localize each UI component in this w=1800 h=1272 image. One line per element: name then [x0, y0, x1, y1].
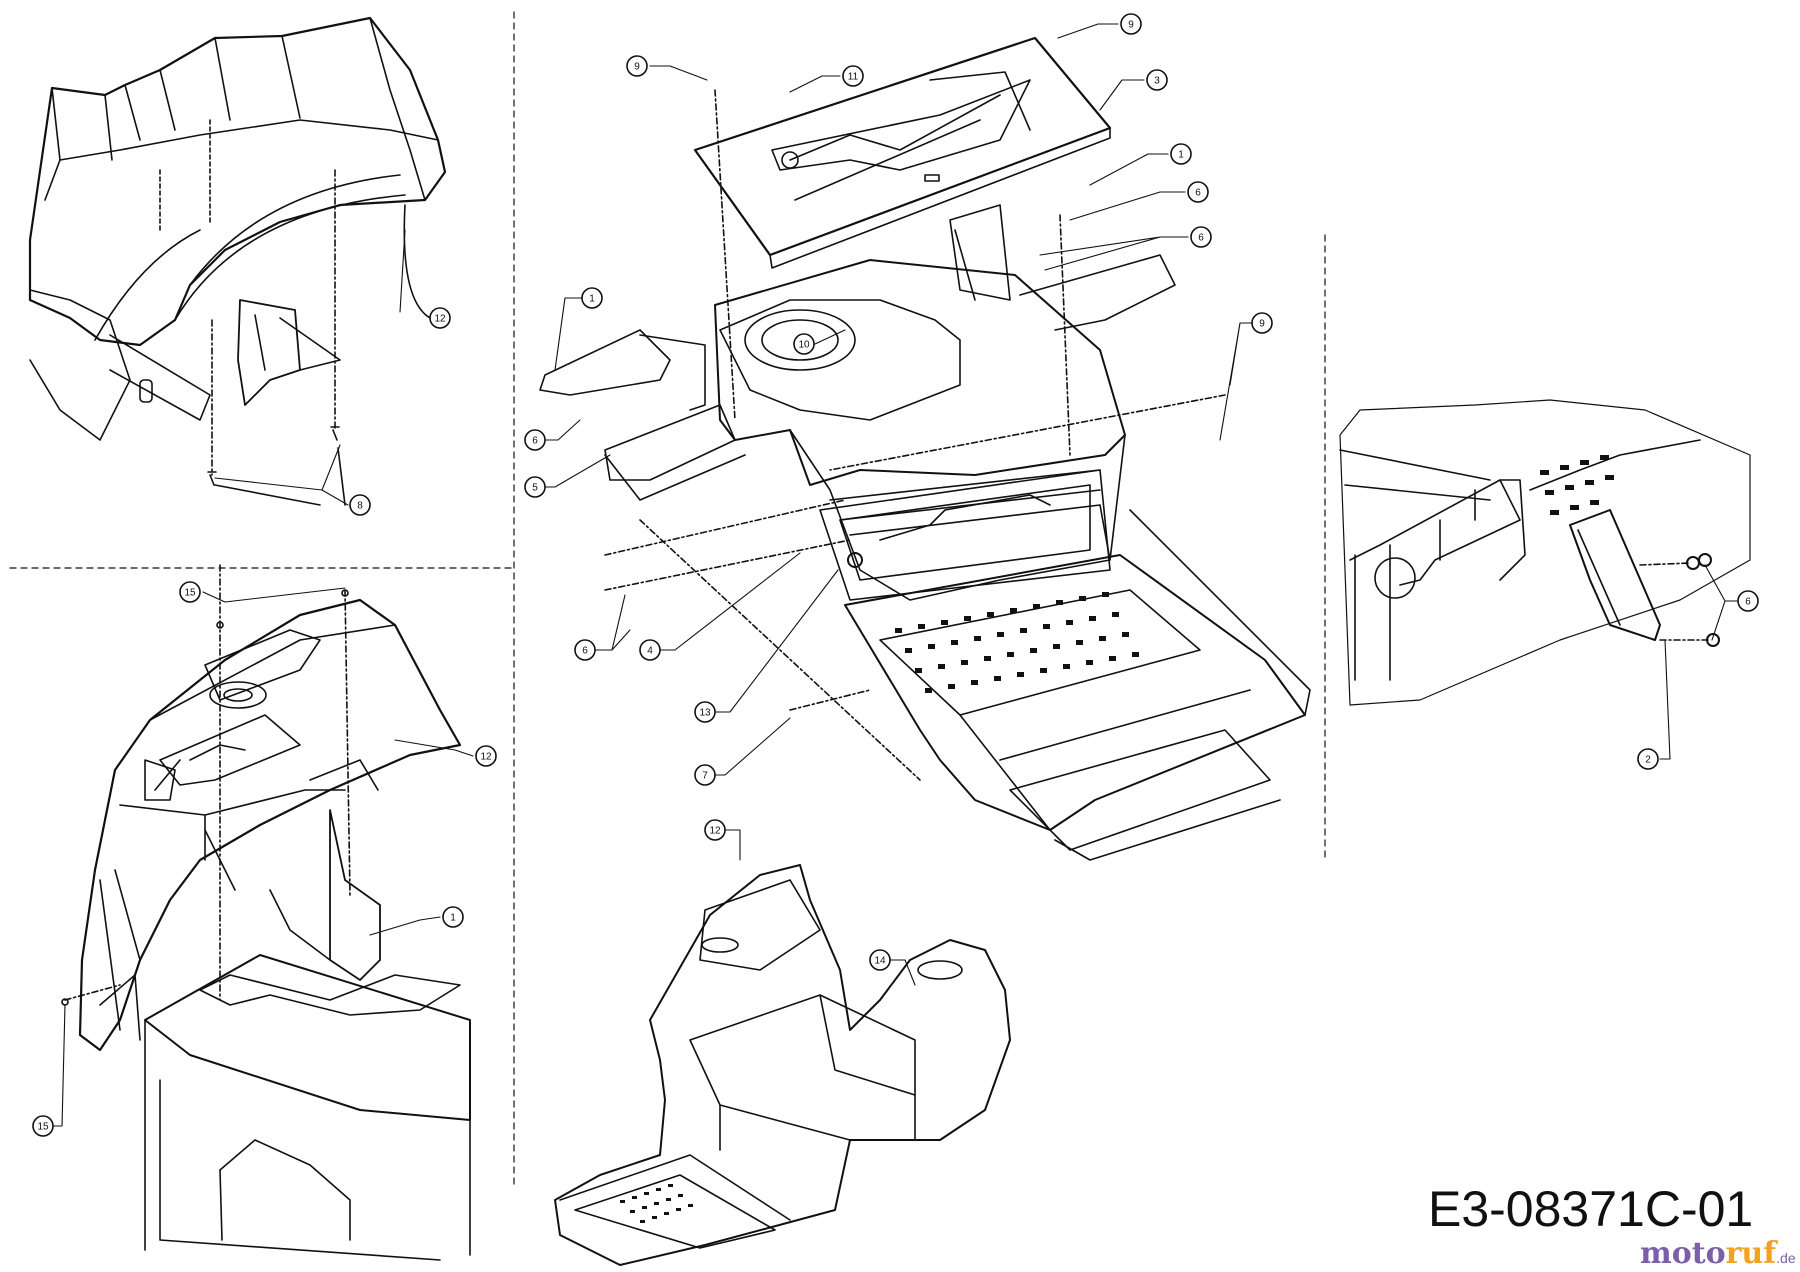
svg-text:6: 6	[582, 646, 588, 657]
svg-text:10: 10	[798, 340, 810, 351]
svg-text:14: 14	[874, 956, 886, 967]
svg-text:1: 1	[1178, 150, 1184, 161]
callout-4: 4	[639, 639, 661, 661]
callout-6: 6	[524, 429, 546, 451]
svg-text:11: 11	[848, 72, 859, 83]
svg-text:1: 1	[450, 913, 456, 924]
watermark-part1: moto	[1640, 1236, 1726, 1271]
svg-text:13: 13	[699, 708, 711, 719]
svg-text:9: 9	[1259, 319, 1265, 330]
svg-text:9: 9	[634, 62, 640, 73]
bracket-detail-right	[1339, 399, 1751, 706]
console-view-bottom-left	[61, 564, 471, 1261]
perforations-right	[1540, 455, 1614, 515]
svg-text:12: 12	[434, 314, 446, 325]
frame-view-middle	[539, 36, 1311, 861]
section-dividers	[9, 11, 1326, 1186]
svg-text:6: 6	[1745, 597, 1751, 608]
callout-9: 9	[1120, 13, 1142, 35]
svg-text:8: 8	[357, 501, 363, 512]
perforations-bottom	[620, 1184, 693, 1223]
svg-text:6: 6	[532, 436, 538, 447]
callout-12: 12	[704, 819, 726, 841]
svg-text:4: 4	[647, 646, 653, 657]
callout-6: 6	[1737, 590, 1759, 612]
callout-2: 2	[1637, 748, 1659, 770]
svg-text:9: 9	[1128, 20, 1134, 31]
callout-13: 13	[694, 701, 716, 723]
callout-14: 14	[869, 949, 891, 971]
callout-15: 15	[32, 1115, 54, 1137]
callout-9: 9	[1251, 312, 1273, 334]
callout-6: 6	[1190, 226, 1212, 248]
watermark-part3: .de	[1776, 1250, 1796, 1266]
drawing-code: E3-08371C-01	[1428, 1181, 1754, 1237]
svg-text:7: 7	[702, 771, 708, 782]
callout-8: 8	[349, 494, 371, 516]
callout-11: 11	[842, 65, 864, 87]
callout-10: 10	[793, 333, 815, 355]
callout-1: 1	[1170, 143, 1192, 165]
svg-text:15: 15	[184, 588, 196, 599]
assembled-view-bottom	[554, 864, 1011, 1266]
svg-text:12: 12	[480, 752, 492, 763]
callout-5: 5	[524, 476, 546, 498]
svg-text:6: 6	[1198, 233, 1204, 244]
callout-7: 7	[694, 764, 716, 786]
svg-text:2: 2	[1645, 755, 1651, 766]
callout-9: 9	[626, 55, 648, 77]
watermark-part2: ruf	[1725, 1236, 1777, 1271]
callout-6: 6	[574, 639, 596, 661]
callout-15: 15	[179, 581, 201, 603]
watermark-logo: motoruf.de	[1640, 1236, 1796, 1271]
svg-text:6: 6	[1195, 188, 1201, 199]
callouts: 12 8 15 12 1 15 9 11 9 3 1 6 6 1 10 9 6 …	[32, 13, 1759, 1137]
callout-12: 12	[429, 307, 451, 329]
platform-perforations	[895, 592, 1139, 693]
svg-text:15: 15	[37, 1122, 49, 1133]
svg-text:12: 12	[709, 826, 721, 837]
fender-view-top-left	[28, 16, 447, 506]
svg-text:1: 1	[589, 294, 595, 305]
callout-6: 6	[1187, 181, 1209, 203]
callout-1: 1	[442, 906, 464, 928]
svg-text:3: 3	[1154, 76, 1160, 87]
callout-1: 1	[581, 287, 603, 309]
callout-12: 12	[475, 745, 497, 767]
svg-text:5: 5	[532, 483, 538, 494]
callout-3: 3	[1146, 69, 1168, 91]
